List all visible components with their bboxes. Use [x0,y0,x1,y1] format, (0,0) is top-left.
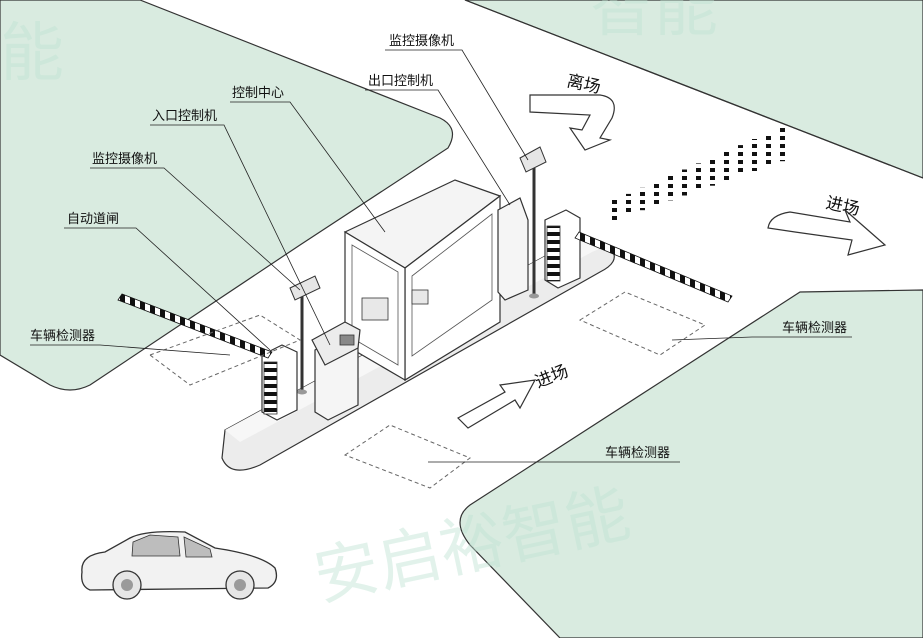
lane-marker-bar [738,145,743,176]
label-vehicle-detector-left: 车辆检测器 [30,328,95,344]
label-entry-controller: 入口控制机 [152,109,217,124]
label-control-center: 控制中心 [232,86,284,101]
left-camera-pole [289,275,321,395]
lane-marker-bar [766,132,771,167]
lane-marker-bar [752,139,757,171]
lane-marker-bar [668,175,673,201]
lane-marker-bar [710,157,715,186]
lane-marker-bar [780,126,785,162]
enter-center-arrow-label: 进场 [532,361,571,392]
label-monitor-camera-left: 监控摄像机 [92,152,157,167]
lane-marker-bar [682,169,687,196]
detector-loop-right [578,291,707,356]
right-barrier-gate [544,209,733,303]
exit-arrow [529,94,615,151]
detector-loop-bottom [343,424,472,489]
left-barrier-gate [117,293,298,421]
right-camera-pole [519,146,547,299]
label-monitor-camera-top: 监控摄像机 [389,34,454,49]
lane-markers [612,126,785,220]
callout-lines [30,49,852,463]
exit-arrow-label: 离场 [565,71,602,98]
enter-right-arrow-label: 进场 [824,193,861,220]
lane-marker-bar [654,181,659,206]
lane-marker-bar [696,163,701,191]
label-vehicle-detector-bottom: 车辆检测器 [605,445,670,461]
detector-loop-left [148,314,302,386]
label-auto-barrier: 自动道闸 [67,212,119,227]
entry-controller [311,321,361,421]
lawn-top-left [0,0,454,391]
enter-arrow-right [767,209,887,256]
lane-marker-bar [724,151,729,181]
lane-marker-bar [612,200,617,220]
watermark-top: 智能 [590,0,718,46]
enter-arrow-center [457,379,537,429]
label-vehicle-detector-right: 车辆检测器 [782,320,847,336]
label-exit-controller: 出口控制机 [368,74,433,89]
road-edge [464,0,923,179]
car-icon [81,530,278,600]
control-center-booth [343,179,502,382]
watermark-left: 能 [0,17,64,91]
lawn-bottom-right [459,289,923,638]
lane-marker-bar [626,193,631,216]
exit-controller [497,197,529,301]
lane-marker-bar [640,187,645,211]
